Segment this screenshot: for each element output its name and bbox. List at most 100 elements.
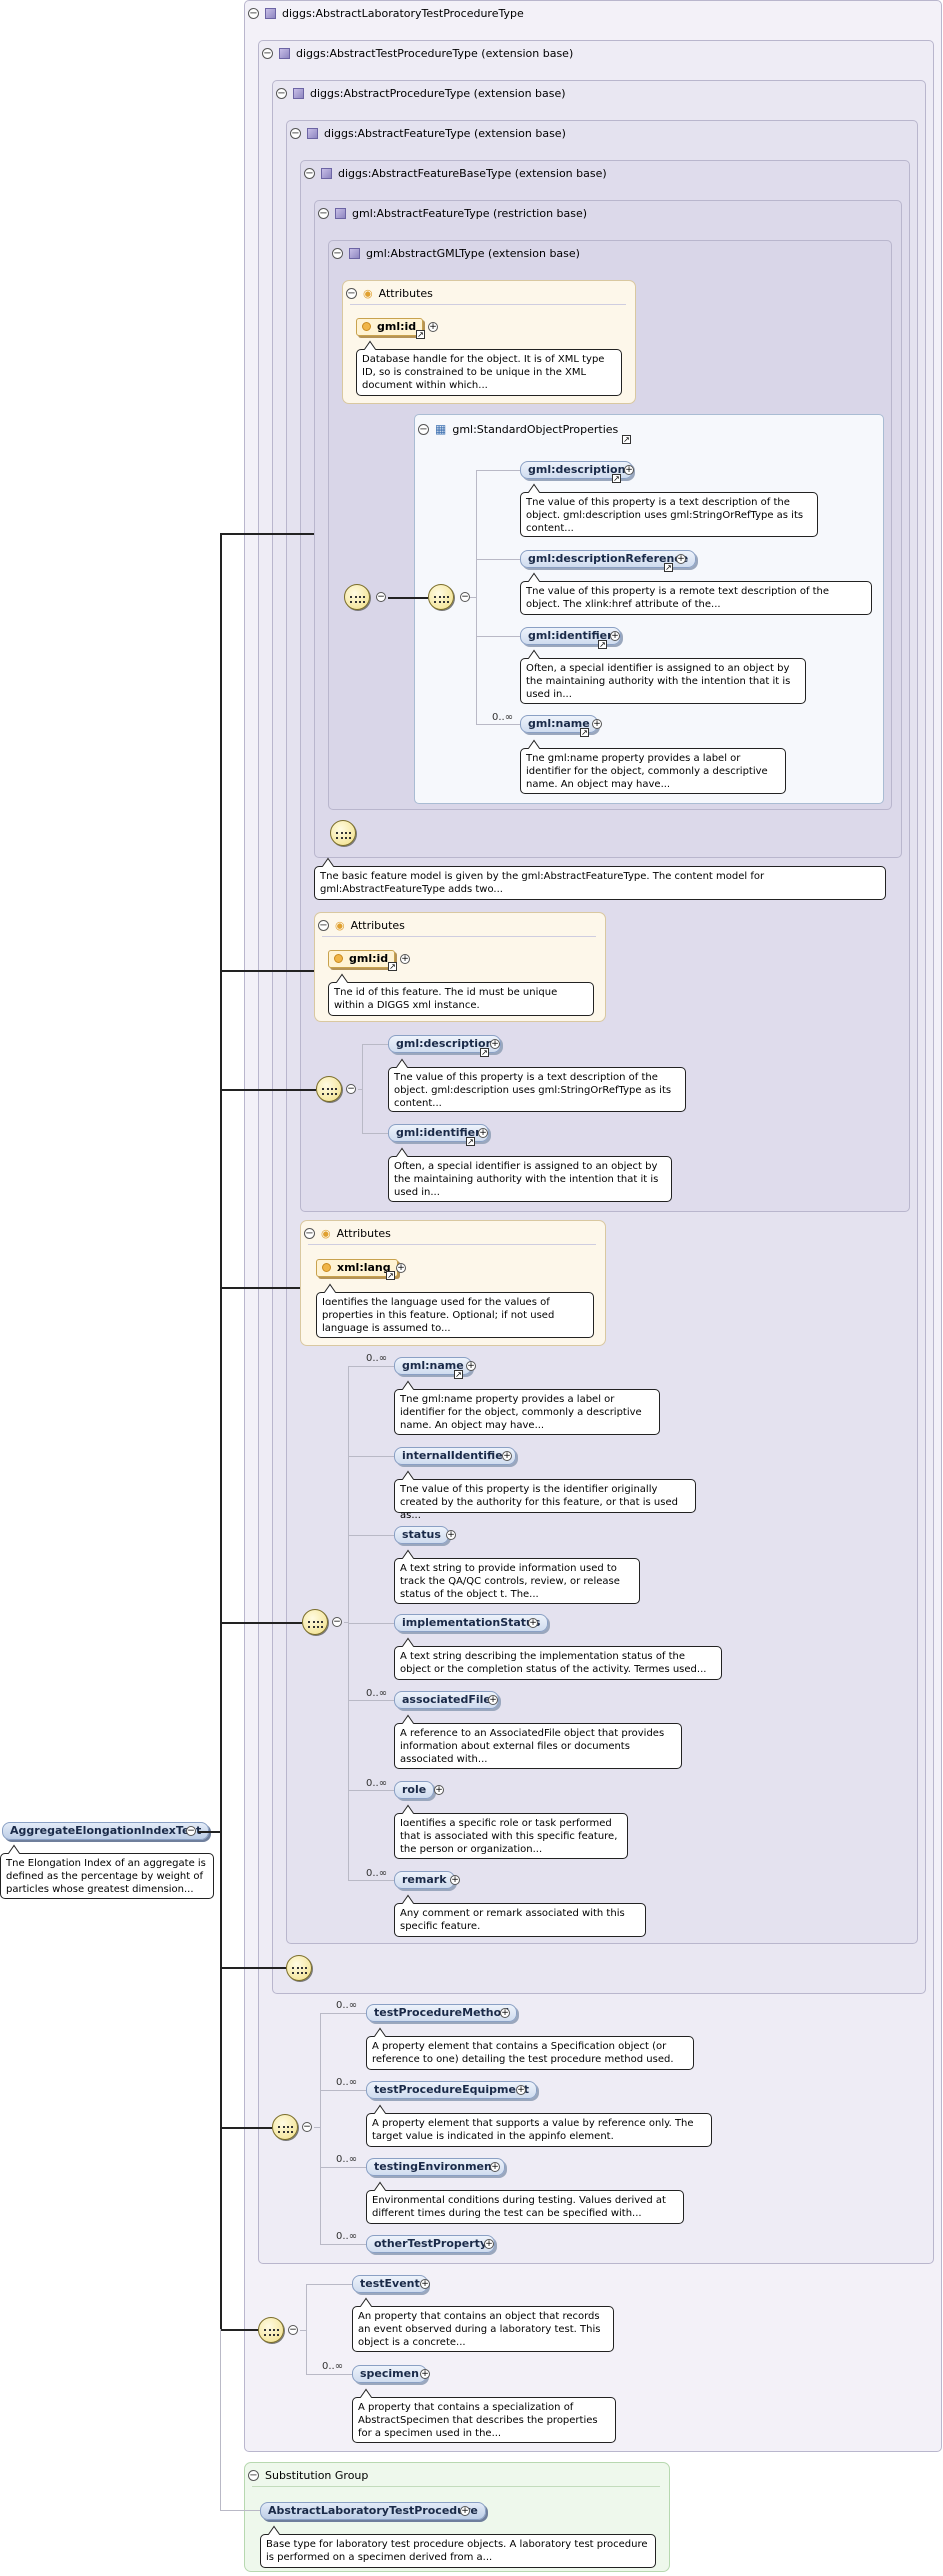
element-status[interactable]: status — [394, 1526, 449, 1544]
expand-plus-icon[interactable]: + — [478, 1128, 488, 1138]
reference-arrow-icon[interactable]: ↗ — [388, 962, 397, 971]
element-internal-identifier[interactable]: internalIdentifier — [394, 1447, 517, 1465]
sequence-compositor-icon[interactable] — [316, 1076, 342, 1102]
type-title: diggs:AbstractLaboratoryTestProcedureTyp… — [282, 7, 524, 20]
sequence-compositor-icon[interactable] — [302, 1609, 328, 1635]
collapse-toggle-icon[interactable]: − — [248, 8, 259, 19]
element-testing-environment[interactable]: testingEnvironment — [366, 2158, 506, 2176]
element-gml-identifier[interactable]: gml:identifier — [520, 627, 621, 645]
expand-plus-icon[interactable]: + — [428, 322, 438, 332]
element-remark[interactable]: remark — [394, 1871, 455, 1889]
attr-xml-lang[interactable]: xml:lang — [316, 1259, 398, 1277]
type-title: gml:AbstractFeatureType (restriction bas… — [352, 207, 588, 220]
element-test-procedure-equipment[interactable]: testProcedureEquipment — [366, 2081, 538, 2099]
doc-gml-name: The gml:name property provides a label o… — [520, 748, 786, 794]
collapse-toggle-icon[interactable]: − — [332, 1617, 342, 1627]
attr-gml-id[interactable]: gml:id — [356, 318, 424, 336]
expand-plus-icon[interactable]: + — [460, 2506, 470, 2516]
expand-plus-icon[interactable]: + — [450, 1875, 460, 1885]
reference-arrow-icon[interactable]: ↗ — [598, 640, 607, 649]
expand-plus-icon[interactable]: + — [446, 1530, 456, 1540]
reference-arrow-icon[interactable]: ↗ — [612, 474, 621, 483]
expand-plus-icon[interactable]: + — [490, 1039, 500, 1049]
collapse-toggle-icon[interactable]: − — [276, 88, 287, 99]
expand-plus-icon[interactable]: + — [484, 2239, 494, 2249]
collapse-toggle-icon[interactable]: − — [346, 288, 357, 299]
reference-arrow-icon[interactable]: ↗ — [466, 1137, 475, 1146]
element-test-procedure-method[interactable]: testProcedureMethod — [366, 2004, 518, 2022]
reference-arrow-icon[interactable]: ↗ — [386, 1271, 395, 1280]
complex-type-icon — [293, 88, 304, 99]
element-role[interactable]: role — [394, 1781, 435, 1799]
sequence-compositor-icon[interactable] — [330, 820, 356, 846]
sequence-compositor-icon[interactable] — [428, 584, 454, 610]
collapse-toggle-icon[interactable]: − — [376, 592, 386, 602]
expand-plus-icon[interactable]: + — [488, 1695, 498, 1705]
sequence-compositor-icon[interactable] — [272, 2114, 298, 2140]
collapse-toggle-icon[interactable]: − — [290, 128, 301, 139]
expand-plus-icon[interactable]: + — [624, 465, 634, 475]
collapse-toggle-icon[interactable]: − — [304, 168, 315, 179]
attr-feature-gml-id[interactable]: gml:id — [328, 950, 396, 968]
root-element-aggregate-elongation-index-test[interactable]: AggregateElongationIndexTest — [2, 1822, 210, 1840]
expand-plus-icon[interactable]: + — [676, 554, 686, 564]
doc-specimen: A property that contains a specializatio… — [352, 2397, 616, 2443]
element-gml-name[interactable]: gml:name — [520, 715, 598, 733]
expand-plus-icon[interactable]: + — [434, 1785, 444, 1795]
doc-internal-identifier: The value of this property is the identi… — [394, 1479, 696, 1521]
collapse-toggle-icon[interactable]: − — [332, 248, 343, 259]
expand-plus-icon[interactable]: + — [592, 719, 602, 729]
doc-testing-environment: Environmental conditions during testing.… — [366, 2190, 684, 2224]
doc-remark: Any comment or remark associated with th… — [394, 1903, 646, 1937]
collapse-toggle-icon[interactable]: − — [262, 48, 273, 59]
collapse-toggle-icon[interactable]: − — [186, 1826, 196, 1836]
reference-arrow-icon[interactable]: ↗ — [580, 728, 589, 737]
doc-associated-file: A reference to an AssociatedFile object … — [394, 1723, 682, 1769]
element-test-event[interactable]: testEvent — [352, 2275, 428, 2293]
element-implementation-status[interactable]: implementationStatus — [394, 1614, 549, 1632]
reference-arrow-icon[interactable]: ↗ — [454, 1370, 463, 1379]
collapse-toggle-icon[interactable]: − — [318, 208, 329, 219]
reference-arrow-icon[interactable]: ↗ — [664, 563, 673, 572]
collapse-toggle-icon[interactable]: − — [318, 920, 329, 931]
expand-plus-icon[interactable]: + — [400, 954, 410, 964]
expand-plus-icon[interactable]: + — [528, 1618, 538, 1628]
expand-plus-icon[interactable]: + — [396, 1263, 406, 1273]
expand-plus-icon[interactable]: + — [420, 2369, 430, 2379]
expand-plus-icon[interactable]: + — [500, 2008, 510, 2018]
element-associated-file[interactable]: associatedFile — [394, 1691, 499, 1709]
expand-plus-icon[interactable]: + — [516, 2085, 526, 2095]
collapse-toggle-icon[interactable]: − — [288, 2325, 298, 2335]
doc-role: Identifies a specific role or task perfo… — [394, 1813, 628, 1859]
element-abstract-laboratory-test-procedure[interactable]: AbstractLaboratoryTestProcedure — [260, 2502, 486, 2520]
expand-plus-icon[interactable]: + — [466, 1361, 476, 1371]
collapse-toggle-icon[interactable]: − — [460, 592, 470, 602]
collapse-toggle-icon[interactable]: − — [346, 1084, 356, 1094]
collapse-toggle-icon[interactable]: − — [304, 1228, 315, 1239]
sequence-compositor-icon[interactable] — [286, 1955, 312, 1981]
expand-plus-icon[interactable]: + — [610, 631, 620, 641]
attribute-icon: ◉ — [363, 287, 373, 300]
attributes-header: − ◉ Attributes — [346, 287, 433, 300]
expand-plus-icon[interactable]: + — [502, 1451, 512, 1461]
sequence-compositor-icon[interactable] — [258, 2317, 284, 2343]
expand-plus-icon[interactable]: + — [420, 2279, 430, 2289]
collapse-toggle-icon[interactable]: − — [248, 2470, 259, 2481]
element-feature-gml-identifier[interactable]: gml:identifier — [388, 1124, 489, 1142]
sequence-compositor-icon[interactable] — [344, 584, 370, 610]
complex-type-icon — [265, 8, 276, 19]
collapse-toggle-icon[interactable]: − — [302, 2122, 312, 2132]
attribute-icon — [362, 322, 371, 331]
reference-arrow-icon[interactable]: ↗ — [622, 435, 631, 444]
expand-plus-icon[interactable]: + — [490, 2162, 500, 2172]
element-specimen[interactable]: specimen — [352, 2365, 427, 2383]
attributes-header: − ◉ Attributes — [304, 1227, 391, 1240]
element-feature-gml-description[interactable]: gml:description — [388, 1035, 502, 1053]
element-gml-description-reference[interactable]: gml:descriptionReference — [520, 550, 697, 568]
reference-arrow-icon[interactable]: ↗ — [480, 1048, 489, 1057]
element-gml-description[interactable]: gml:description — [520, 461, 634, 479]
collapse-toggle-icon[interactable]: − — [418, 423, 429, 435]
complex-type-icon — [349, 248, 360, 259]
element-other-test-property[interactable]: otherTestProperty — [366, 2235, 496, 2253]
reference-arrow-icon[interactable]: ↗ — [416, 330, 425, 339]
